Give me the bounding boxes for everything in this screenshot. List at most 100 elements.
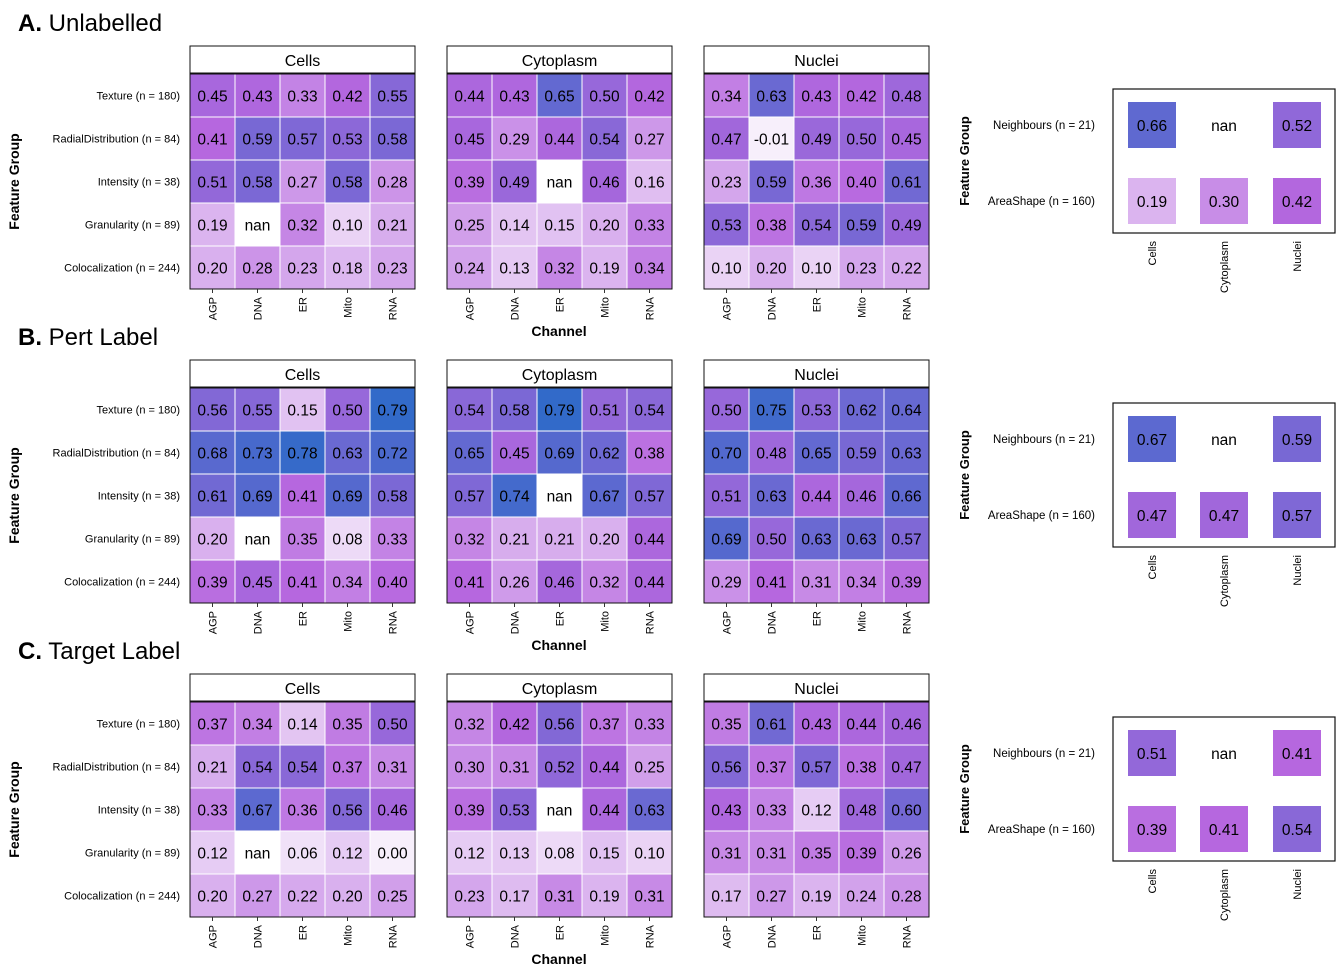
heatmap-cell bbox=[189, 873, 236, 918]
heatmap-cell bbox=[369, 430, 416, 475]
heatmap-cell bbox=[838, 744, 885, 789]
cell-value-label: 0.23 bbox=[377, 261, 407, 278]
cell-value-label: 0.32 bbox=[544, 261, 574, 278]
cell-value-label: 0.39 bbox=[197, 575, 227, 592]
side-y-axis-title: Feature Group bbox=[957, 116, 972, 206]
cell-value-label: 0.59 bbox=[756, 175, 786, 192]
cell-value-label: 0.69 bbox=[332, 489, 362, 506]
cell-value-label: 0.40 bbox=[377, 575, 408, 592]
heatmap-cell bbox=[626, 73, 673, 118]
cell-value-label: 0.42 bbox=[332, 89, 362, 106]
side-x-tick-label: Cytoplasm bbox=[1219, 555, 1231, 607]
heatmap-cell bbox=[279, 830, 326, 875]
cell-value-label: 0.65 bbox=[801, 446, 831, 463]
cell-value-label: 0.50 bbox=[846, 132, 877, 149]
cell-value-label: 0.49 bbox=[499, 175, 529, 192]
heatmap-cell bbox=[793, 159, 840, 204]
heatmap-cell bbox=[536, 516, 583, 561]
cell-value-label: 0.41 bbox=[756, 575, 786, 592]
cell-value-label: 0.39 bbox=[454, 803, 484, 820]
heatmap-cell bbox=[793, 559, 840, 604]
heatmap-cell bbox=[793, 830, 840, 875]
cell-value-label: 0.54 bbox=[634, 403, 665, 420]
heatmap-cell bbox=[838, 387, 885, 432]
side-x-tick-label: Cells bbox=[1147, 241, 1159, 266]
cell-value-label: 0.40 bbox=[846, 175, 877, 192]
row-label: Colocalization (n = 244) bbox=[64, 891, 180, 903]
side-row-label: Neighbours (n = 21) bbox=[993, 748, 1095, 760]
x-axis-title: Channel bbox=[531, 951, 586, 967]
x-tick-label: ER bbox=[298, 297, 310, 312]
heatmap-cell bbox=[883, 787, 930, 832]
cell-value-label: 0.21 bbox=[377, 218, 407, 235]
heatmap-cell bbox=[883, 830, 930, 875]
side-cell-value-label: 0.39 bbox=[1137, 822, 1167, 839]
cell-value-label: 0.19 bbox=[589, 261, 619, 278]
cell-value-label: 0.44 bbox=[544, 132, 575, 149]
heatmap-cell bbox=[189, 473, 236, 518]
x-tick-label: RNA bbox=[902, 924, 914, 948]
cell-value-label: 0.28 bbox=[377, 175, 407, 192]
cell-value-label: 0.21 bbox=[499, 532, 529, 549]
x-tick-label: DNA bbox=[510, 610, 522, 634]
heatmap-cell bbox=[883, 559, 930, 604]
x-tick-label: ER bbox=[555, 297, 567, 312]
heatmap-cell bbox=[324, 516, 371, 561]
x-tick-label: AGP bbox=[465, 611, 477, 634]
cell-value-label: 0.52 bbox=[544, 760, 574, 777]
heatmap-cell bbox=[536, 73, 583, 118]
heatmap-cell bbox=[279, 202, 326, 247]
heatmap-cell bbox=[581, 159, 628, 204]
cell-value-label: 0.23 bbox=[711, 175, 741, 192]
cell-value-label: 0.27 bbox=[287, 175, 317, 192]
heatmap-cell bbox=[189, 73, 236, 118]
heatmap-cell bbox=[748, 873, 795, 918]
cell-value-label: 0.31 bbox=[634, 889, 664, 906]
side-cell-value-label: 0.30 bbox=[1209, 194, 1240, 211]
x-tick-label: ER bbox=[812, 611, 824, 626]
cell-value-label: 0.36 bbox=[801, 175, 831, 192]
cell-value-label: 0.54 bbox=[801, 218, 832, 235]
facet-header bbox=[446, 673, 673, 702]
cell-value-label: 0.61 bbox=[891, 175, 921, 192]
cell-value-label: 0.10 bbox=[634, 846, 665, 863]
side-cell-value-label: 0.41 bbox=[1209, 822, 1239, 839]
cell-value-label: 0.58 bbox=[377, 132, 407, 149]
side-cell-value-label: 0.47 bbox=[1137, 508, 1167, 525]
cell-value-label: 0.38 bbox=[756, 218, 786, 235]
cell-value-label: 0.12 bbox=[332, 846, 362, 863]
heatmap-cell bbox=[491, 430, 538, 475]
heatmap-cell bbox=[491, 873, 538, 918]
cell-value-label: 0.42 bbox=[499, 717, 529, 734]
heatmap-cell bbox=[491, 744, 538, 789]
heatmap-cell bbox=[581, 473, 628, 518]
heatmap-cell bbox=[838, 830, 885, 875]
cell-value-label: 0.54 bbox=[242, 760, 273, 777]
side-heatmap-cell bbox=[1273, 416, 1321, 462]
heatmap-cell bbox=[369, 516, 416, 561]
cell-value-label: 0.53 bbox=[801, 403, 831, 420]
x-tick-label: DNA bbox=[253, 296, 265, 320]
cell-value-label: 0.16 bbox=[634, 175, 664, 192]
heatmap-cell bbox=[446, 202, 493, 247]
facet-header bbox=[703, 359, 930, 388]
heatmap-cell bbox=[234, 202, 281, 247]
heatmap-cell bbox=[189, 430, 236, 475]
row-label: Texture (n = 180) bbox=[97, 405, 180, 417]
side-heatmap-cell bbox=[1128, 730, 1176, 776]
heatmap-cell bbox=[883, 116, 930, 161]
facet-header bbox=[189, 673, 416, 702]
cell-value-label: 0.17 bbox=[711, 889, 741, 906]
side-x-tick-label: Cells bbox=[1147, 869, 1159, 894]
heatmap-cell bbox=[446, 830, 493, 875]
cell-value-label: 0.63 bbox=[846, 532, 876, 549]
cell-value-label: 0.58 bbox=[377, 489, 407, 506]
heatmap-cell bbox=[189, 159, 236, 204]
cell-value-label: 0.63 bbox=[756, 89, 786, 106]
cell-value-label: 0.23 bbox=[454, 889, 484, 906]
heatmap-cell bbox=[234, 116, 281, 161]
cell-value-label: 0.46 bbox=[377, 803, 407, 820]
side-heatmap-cell bbox=[1200, 806, 1248, 852]
heatmap-cell bbox=[838, 430, 885, 475]
